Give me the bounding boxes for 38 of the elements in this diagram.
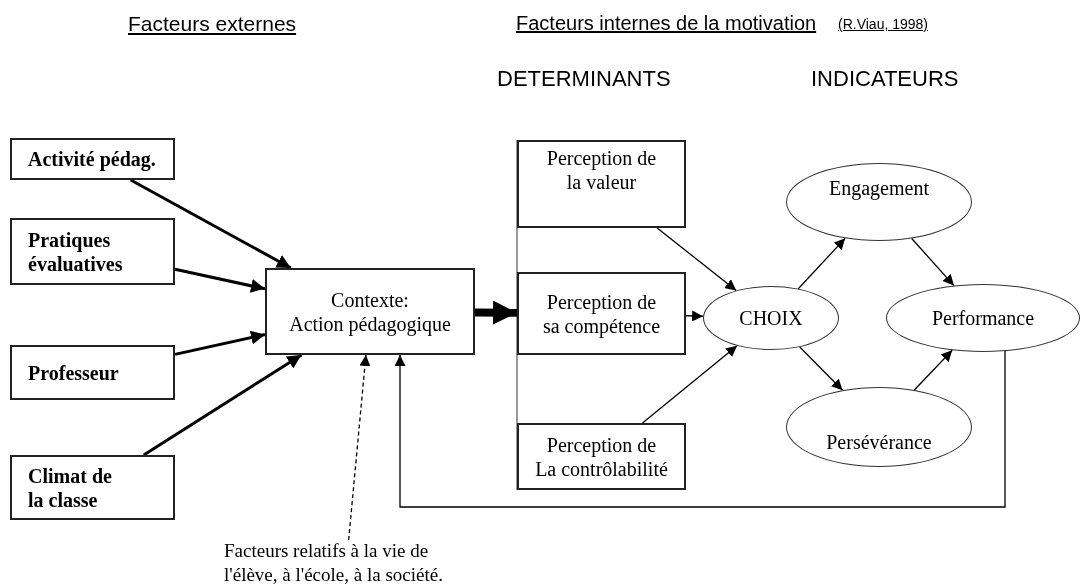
node-text: Performance: [931, 306, 1035, 330]
node-text: Contexte:: [331, 287, 409, 312]
node-text: Perception de sa compétence: [541, 289, 662, 338]
arrow: [130, 178, 292, 270]
arrow: [474, 300, 518, 325]
arrow: [685, 310, 704, 322]
concept-box: [10, 455, 175, 520]
arrow: [656, 227, 737, 292]
node-text: Professeur: [28, 360, 119, 385]
section-heading: (R.Viau, 1998): [838, 15, 928, 34]
section-heading: Facteurs internes de la motivation: [516, 11, 817, 36]
arrow: [174, 330, 266, 356]
concept-box: [10, 345, 175, 400]
arrow: [799, 346, 844, 391]
arrow: [174, 267, 266, 293]
concept-box: [517, 140, 686, 228]
node-text: Climat de la classe: [28, 463, 113, 512]
column-heading: DETERMINANTS: [497, 65, 671, 93]
node-text: Engagement: [829, 176, 929, 200]
arrow: [348, 354, 371, 541]
arrow: [142, 353, 303, 457]
concept-box: [517, 272, 686, 355]
node-text: Action pédagogique: [289, 311, 451, 336]
node-text: Pratiques évaluatives: [28, 227, 124, 276]
column-heading: INDICATEURS: [811, 65, 959, 93]
node-text: CHOIX: [739, 306, 803, 330]
node-text: Facteurs relatifs à la vie de l'élève, à l'école, à la société.: [224, 539, 444, 587]
concept-box: [10, 138, 175, 180]
concept-box: [10, 218, 175, 285]
node-text: Persévérance: [826, 430, 932, 454]
arrow: [797, 237, 846, 290]
arrow: [641, 345, 738, 424]
node-text: Perception de la valeur: [545, 146, 658, 194]
concept-box: [265, 268, 475, 355]
node-text: Perception de La contrôlabilité: [534, 432, 669, 481]
concept-box: [517, 423, 686, 490]
section-heading: Facteurs externes: [128, 11, 297, 37]
node-text: Activité pédag.: [28, 147, 156, 171]
